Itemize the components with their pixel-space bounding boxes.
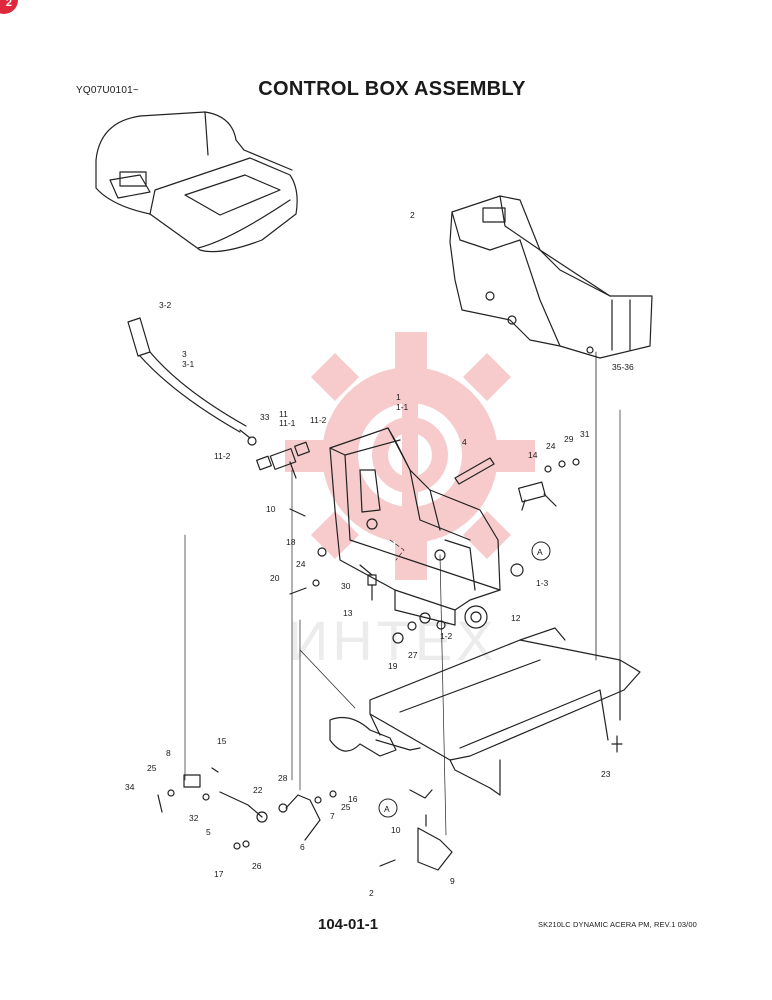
connection-lines bbox=[184, 409, 621, 836]
callout-1-2: 1-2 bbox=[440, 631, 453, 641]
console-cover-part-2 bbox=[449, 195, 653, 661]
callout-20: 20 bbox=[270, 573, 280, 583]
callout-9: 9 bbox=[450, 876, 455, 886]
watermark-gear-logo bbox=[285, 332, 535, 580]
callout-24-lower: 24 bbox=[296, 559, 306, 569]
callout-28: 28 bbox=[278, 773, 288, 783]
pin-part-4 bbox=[454, 457, 495, 485]
callout-27: 27 bbox=[408, 650, 418, 660]
callout-a-upper: A bbox=[537, 547, 543, 557]
callout-3-2: 3-2 bbox=[159, 300, 172, 310]
callout-30: 30 bbox=[341, 581, 351, 591]
callout-3-1: 3-1 bbox=[182, 359, 195, 369]
callout-25-right: 25 bbox=[341, 802, 351, 812]
serial-range-code: YQ07U0101~ bbox=[76, 85, 139, 96]
callout-11-2-upper: 11-2 bbox=[310, 415, 327, 425]
page-title: CONTROL BOX ASSEMBLY bbox=[0, 78, 772, 101]
callout-a-lower: A bbox=[384, 804, 390, 814]
callout-22: 22 bbox=[253, 785, 263, 795]
callout-4: 4 bbox=[462, 437, 467, 447]
callout-11: 11 bbox=[279, 409, 288, 419]
manual-reference: SK210LC DYNAMIC ACERA PM, REV.1 03/00 bbox=[538, 920, 697, 929]
linkage-assembly bbox=[157, 717, 623, 871]
callout-19: 19 bbox=[388, 661, 398, 671]
base-frame bbox=[369, 627, 641, 796]
callout-10-upper: 10 bbox=[266, 504, 276, 514]
callout-1-3: 1-3 bbox=[536, 578, 549, 588]
callout-33: 33 bbox=[260, 412, 270, 422]
hardware-fasteners bbox=[247, 436, 580, 644]
reference-circle-a-upper bbox=[531, 541, 551, 561]
callout-5: 5 bbox=[206, 827, 211, 837]
callout-13: 13 bbox=[343, 608, 353, 618]
callout-24-upper: 24 bbox=[546, 441, 556, 451]
callout-7: 7 bbox=[330, 811, 335, 821]
callout-1-1: 1-1 bbox=[396, 402, 409, 412]
callout-11-1: 11-1 bbox=[279, 418, 296, 428]
callout-16: 16 bbox=[348, 794, 358, 804]
control-lever-part-3 bbox=[127, 317, 251, 439]
callout-18: 18 bbox=[286, 537, 296, 547]
reference-circle-a-lower bbox=[378, 798, 398, 818]
seat-reference-view bbox=[95, 111, 298, 253]
callout-17: 17 bbox=[214, 869, 224, 879]
callout-6: 6 bbox=[300, 842, 305, 852]
page-title-text: CONTROL BOX ASSEMBLY bbox=[258, 78, 526, 100]
callout-labels: 2 35-36 3-2 3 3-1 1 1-1 33 11 11-1 11-2 … bbox=[125, 210, 634, 898]
callout-34: 34 bbox=[125, 782, 135, 792]
callout-32: 32 bbox=[189, 813, 199, 823]
callout-3: 3 bbox=[182, 349, 187, 359]
callout-29: 29 bbox=[564, 434, 574, 444]
callout-31: 31 bbox=[580, 429, 590, 439]
callout-23: 23 bbox=[601, 769, 611, 779]
callout-12: 12 bbox=[511, 613, 521, 623]
watermark-text: ИНТЕХ bbox=[288, 609, 498, 672]
callout-14: 14 bbox=[528, 450, 538, 460]
callout-15: 15 bbox=[217, 736, 227, 746]
callout-2-lower: 2 bbox=[369, 888, 374, 898]
callout-25-left: 25 bbox=[147, 763, 157, 773]
callout-11-2-lower: 11-2 bbox=[214, 451, 231, 461]
callout-35-36: 35-36 bbox=[612, 362, 634, 372]
callout-10-lower: 10 bbox=[391, 825, 401, 835]
callout-1: 1 bbox=[396, 392, 401, 402]
callout-26: 26 bbox=[252, 861, 262, 871]
callout-2: 2 bbox=[410, 210, 415, 220]
page-number: 104-01-1 bbox=[318, 916, 379, 933]
switch-part-14 bbox=[517, 481, 557, 511]
callout-8: 8 bbox=[166, 748, 171, 758]
